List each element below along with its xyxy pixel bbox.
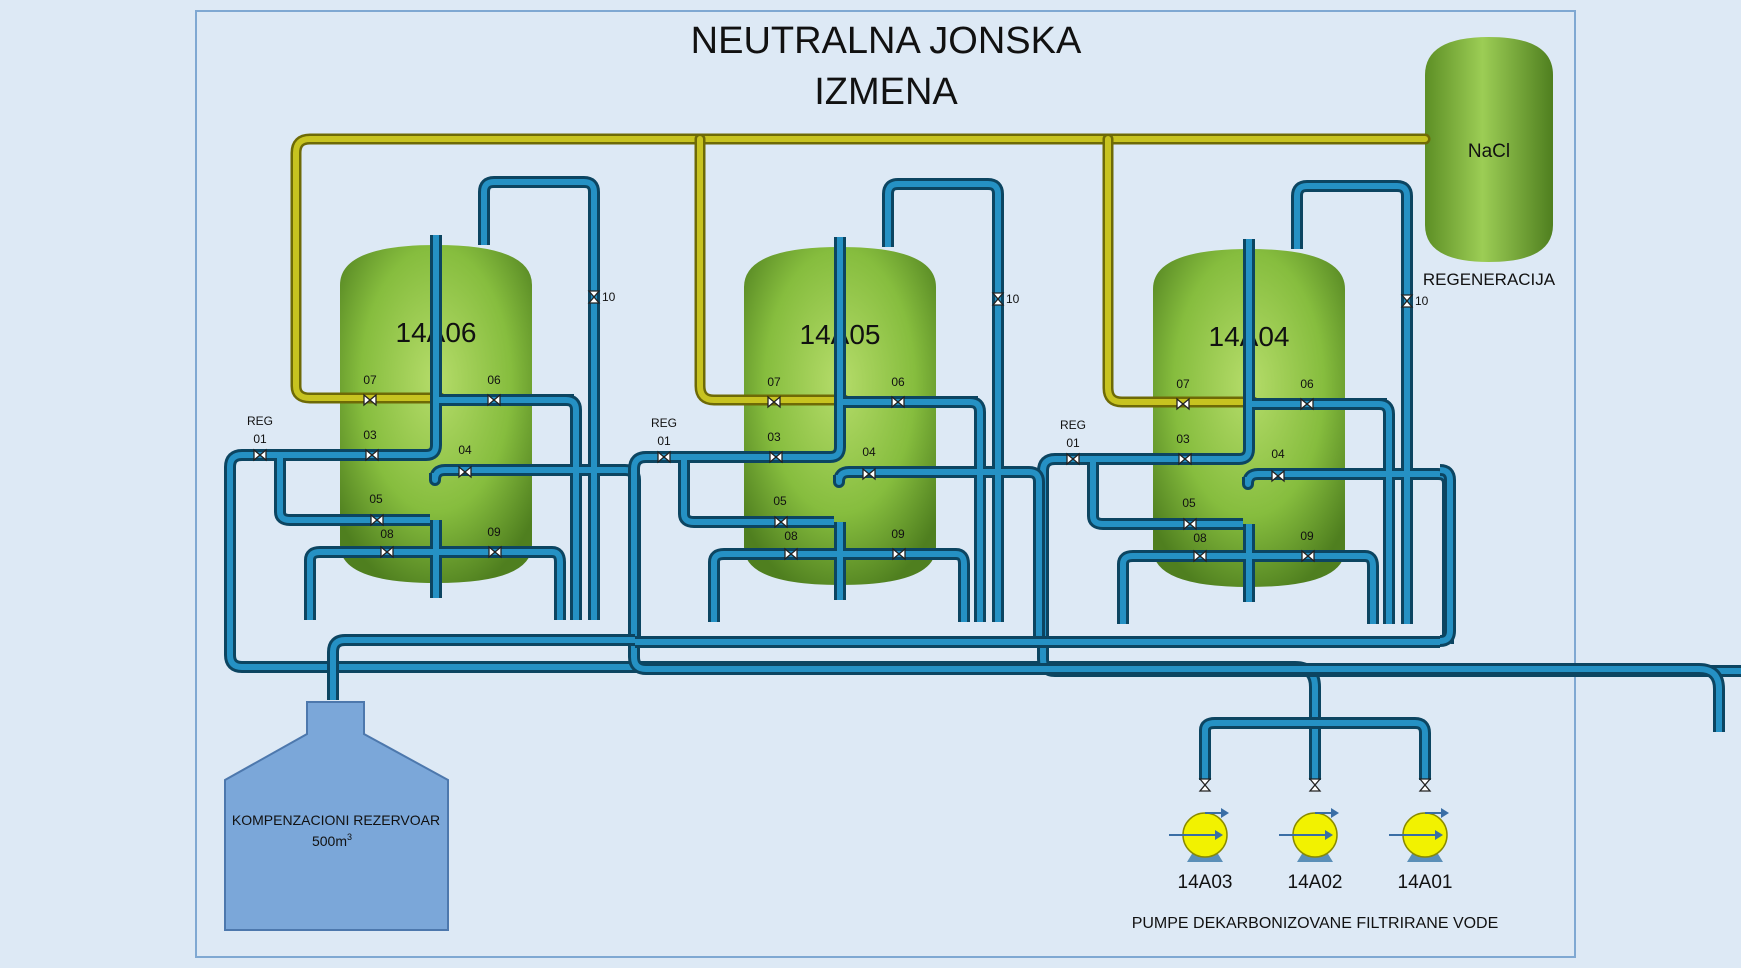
valve-08-label: 08 [1193,531,1207,545]
pump-arrow-icon [1435,830,1443,840]
pump-arrow-icon [1215,830,1223,840]
pump-label: 14A03 [1178,872,1233,893]
regeneration-caption: REGENERACIJA [1423,270,1556,289]
tank-pipes-14a04 [1037,180,1741,677]
valve-09-label: 09 [1300,529,1314,543]
valve-06-label: 06 [891,375,905,389]
valve-04-label: 04 [1271,447,1285,461]
compensation-reservoir: KOMPENZACIONI REZERVOAR 500m3 [224,701,449,931]
title-line-1: NEUTRALNA JONSKA [691,20,1082,62]
valve-03-label: 03 [1176,432,1190,446]
pump-inlet-valve[interactable] [1309,778,1321,792]
valve-05-label: 05 [773,494,787,508]
valve-01-label: 01 [1066,436,1080,450]
reg-label: REG [1060,418,1086,432]
brine-header-pipe [290,133,1431,408]
valves-tank-0: 07 06 03 04 05 08 09 01 REG 10 [247,290,616,558]
pumps-caption: PUMPE DEKARBONIZOVANE FILTRIRANE VODE [1132,915,1499,932]
valve-09-label: 09 [487,525,501,539]
valve-08-label: 08 [784,529,798,543]
valve-01-label: 01 [253,432,267,446]
pump-14a02[interactable]: 14A02 [1279,778,1343,893]
pump-outlet-arrow-icon [1441,808,1449,818]
valve-01-label: 01 [657,434,671,448]
reg-label: REG [651,416,677,430]
valve-10-label: 10 [1415,294,1429,308]
valves-tank-1: 07 06 03 04 05 08 09 01 REG 10 [651,292,1020,560]
pumps-group: 14A03 14A02 14A01 [1169,778,1453,893]
pump-outlet-arrow-icon [1221,808,1229,818]
valve-04-label: 04 [458,443,472,457]
pump-inlet-valve[interactable] [1419,778,1431,792]
pump-label: 14A02 [1288,872,1343,893]
distribution-header-pipe [327,464,1456,780]
valve-03-label: 03 [363,428,377,442]
valve-05-label: 05 [369,492,383,506]
pump-outlet-arrow-icon [1331,808,1339,818]
pump-arrow-icon [1325,830,1333,840]
nacl-label: NaCl [1468,141,1510,162]
reservoir-volume: 500m3 [312,832,352,849]
valve-10-label: 10 [1006,292,1020,306]
valves-group: 07 06 03 04 05 08 09 01 REG 10 07 06 03 04 05 08 09 01 REG… [247,290,1429,562]
valve-07-label: 07 [767,375,781,389]
valve-07-label: 07 [1176,377,1190,391]
tank-pipes-14a05 [628,178,1725,732]
nacl-tank: NaCl [1425,37,1553,262]
valve-04-label: 04 [862,445,876,459]
reservoir-label: KOMPENZACIONI REZERVOAR [232,812,440,828]
valve-03-label: 03 [767,430,781,444]
valve-08-label: 08 [380,527,394,541]
valve-06-label: 06 [1300,377,1314,391]
diagram-frame [195,10,1576,958]
valve-07-label: 07 [363,373,377,387]
valve-06-label: 06 [487,373,501,387]
valves-tank-2: 07 06 03 04 05 08 09 01 REG 10 [1060,294,1429,562]
valve-09-label: 09 [891,527,905,541]
reg-label: REG [247,414,273,428]
pump-inlet-valve[interactable] [1199,778,1211,792]
title-line-2: IZMENA [814,71,958,113]
pump-14a01[interactable]: 14A01 [1389,778,1453,893]
valve-10-label: 10 [602,290,616,304]
valve-05-label: 05 [1182,496,1196,510]
pump-label: 14A01 [1398,872,1453,893]
pump-14a03[interactable]: 14A03 [1169,778,1233,893]
